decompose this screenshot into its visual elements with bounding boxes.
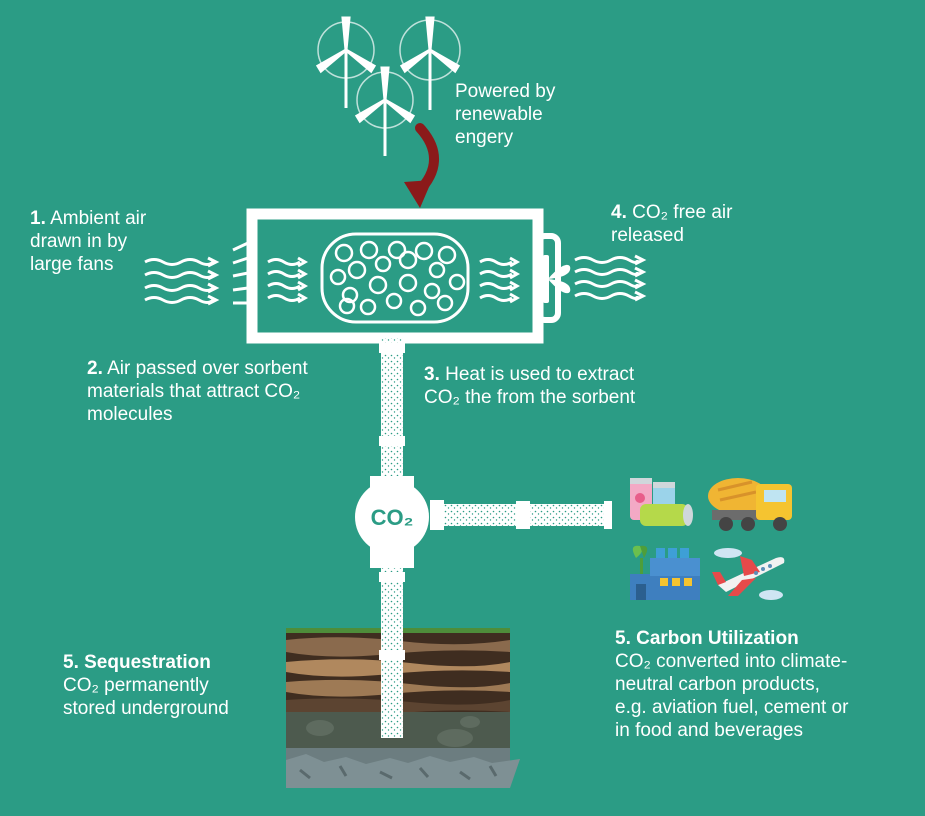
co2-hub xyxy=(355,476,444,568)
wind-turbine-icon xyxy=(399,16,461,110)
renewable-line: renewable xyxy=(455,104,543,125)
step5a-label: 5. Sequestration CO₂ permanently stored … xyxy=(63,651,229,720)
wind-turbine-icon xyxy=(354,66,416,156)
step4-num: 4. xyxy=(611,202,627,223)
energy-arrow xyxy=(404,123,439,208)
renewable-label: Powered by renewable engery xyxy=(455,80,555,149)
pipe-horizontal xyxy=(440,501,612,529)
step1-num: 1. xyxy=(30,208,46,229)
step2-line: molecules xyxy=(87,404,173,425)
pipe-lower xyxy=(379,568,405,738)
outgoing-air-icon xyxy=(574,254,647,302)
step3-line: Heat is used to extract xyxy=(445,364,635,385)
step4-line: CO₂ free air xyxy=(632,202,733,223)
step5b-line: neutral carbon products, xyxy=(615,674,820,695)
renewable-line: Powered by xyxy=(455,81,556,102)
hub-label: CO₂ xyxy=(371,505,414,530)
step5a-title: 5. Sequestration xyxy=(63,652,211,673)
pipe-upper xyxy=(379,338,405,488)
step2-num: 2. xyxy=(87,358,103,379)
step3-line: CO₂ the from the sorbent xyxy=(424,387,636,408)
step1-line: large fans xyxy=(30,254,114,275)
step1-line: Ambient air xyxy=(50,208,147,229)
cement-truck-icon xyxy=(708,478,792,531)
step1-label: 1. Ambient air drawn in by large fans xyxy=(30,207,146,276)
step5b-label: 5. Carbon Utilization CO₂ converted into… xyxy=(615,627,848,742)
step5b-title: 5. Carbon Utilization xyxy=(615,628,799,649)
step3-num: 3. xyxy=(424,364,440,385)
step5b-line: in food and beverages xyxy=(615,720,804,741)
step2-line: materials that attract CO₂ xyxy=(87,381,301,402)
sorbent-icon xyxy=(320,232,470,324)
renewable-line: engery xyxy=(455,127,514,148)
airplane-icon xyxy=(712,548,785,600)
step3-label: 3. Heat is used to extract CO₂ the from … xyxy=(424,363,635,409)
step5a-line: CO₂ permanently xyxy=(63,675,209,696)
step4-line: released xyxy=(611,225,684,246)
step5b-line: CO₂ converted into climate- xyxy=(615,651,848,672)
step4-label: 4. CO₂ free air released xyxy=(611,201,732,247)
factory-icon xyxy=(630,545,700,600)
wind-turbine-icon xyxy=(315,16,377,108)
step1-line: drawn in by xyxy=(30,231,128,252)
step5a-line: stored underground xyxy=(63,698,229,719)
step2-line: Air passed over sorbent xyxy=(107,358,308,379)
fan-icon xyxy=(543,255,571,303)
step5b-line: e.g. aviation fuel, cement or xyxy=(615,697,849,718)
cans-icon xyxy=(630,478,693,526)
incoming-air-icon xyxy=(144,241,249,306)
step2-label: 2. Air passed over sorbent materials tha… xyxy=(87,357,308,426)
